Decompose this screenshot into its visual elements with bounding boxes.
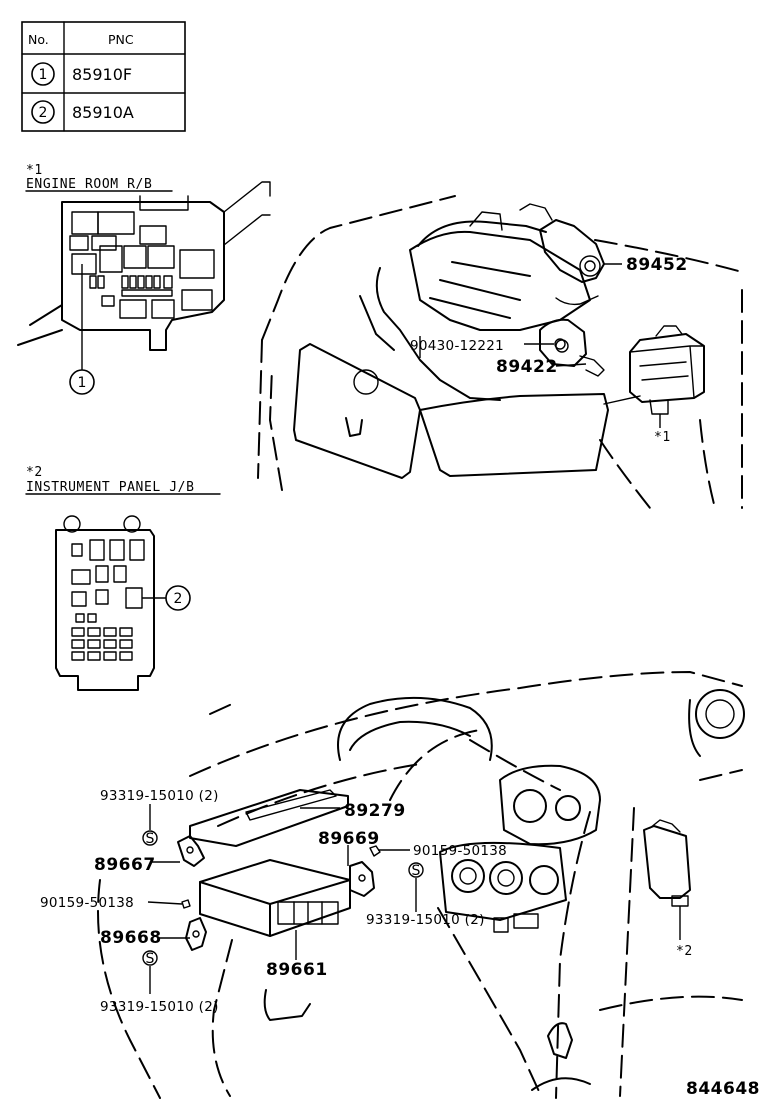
part-89279: 89279 [344, 801, 406, 821]
callout-1-marker: 1 [78, 375, 87, 391]
callout-2-marker: 2 [174, 591, 183, 607]
engine-bay-illustration [257, 195, 743, 509]
part-labels: 89452 90430-12221 89422 *1 93319-15010 (… [40, 255, 760, 1099]
pnc-table: No. PNC 1 85910F 2 85910A [21, 21, 186, 132]
dash-ref-mark: *2 [676, 944, 693, 959]
table-row-1-no: 1 [39, 67, 48, 83]
table-header-pnc: PNC [108, 32, 134, 47]
part-89422: 89422 [496, 357, 558, 377]
callout-2-title: INSTRUMENT PANEL J/B [26, 480, 195, 495]
engine-leaders [419, 263, 622, 367]
table-header-no: No. [28, 32, 49, 47]
part-89668: 89668 [100, 928, 162, 948]
callout-1-mark: *1 [26, 163, 43, 178]
diagram-id: 844648 [686, 1079, 760, 1099]
part-93319-15010-right: 93319-15010 (2) [366, 912, 485, 928]
part-93319-15010-bottom: 93319-15010 (2) [100, 999, 219, 1015]
svg-text:S: S [412, 863, 421, 879]
callout-1-title: ENGINE ROOM R/B [26, 177, 152, 192]
part-93319-15010-top: 93319-15010 (2) [100, 788, 219, 804]
part-89669: 89669 [318, 829, 380, 849]
part-89661: 89661 [266, 960, 328, 980]
svg-text:S: S [146, 831, 155, 847]
part-89667: 89667 [94, 855, 156, 875]
engine-room-relay-block-detail: *1 ENGINE ROOM R/B 1 [17, 163, 271, 395]
callout-2-mark: *2 [26, 465, 43, 480]
dashboard-illustration [97, 670, 745, 1099]
table-row-1-pnc: 85910F [72, 65, 132, 84]
part-90159-50138-right: 90159-50138 [413, 843, 507, 859]
part-89452: 89452 [626, 255, 688, 275]
instrument-panel-junction-block-detail: *2 INSTRUMENT PANEL J/B 2 [25, 465, 221, 691]
part-90430-12221: 90430-12221 [410, 338, 504, 354]
part-90159-50138-left: 90159-50138 [40, 895, 134, 911]
ecu-assembly: S S S [142, 789, 424, 967]
dashboard-leaders [147, 804, 417, 994]
engine-ref-mark: *1 [654, 430, 671, 445]
svg-text:S: S [146, 951, 155, 967]
table-row-2-pnc: 85910A [72, 103, 134, 122]
table-row-2-no: 2 [39, 105, 48, 121]
